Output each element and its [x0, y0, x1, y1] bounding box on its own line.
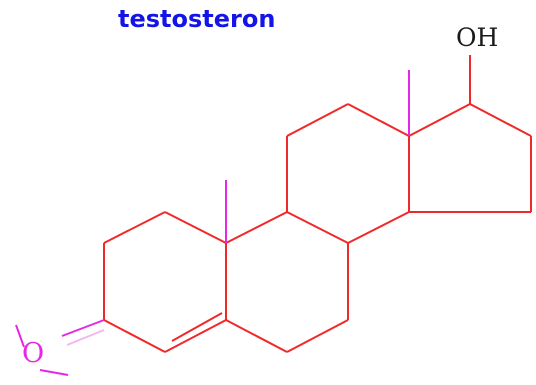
ring-c-bond	[347, 211, 410, 244]
ring-d-bond	[469, 103, 532, 137]
ring-b-bond	[286, 319, 349, 353]
ring-c-bond	[286, 103, 349, 137]
ring-c	[286, 103, 410, 244]
ring-b	[225, 211, 349, 353]
ring-a-bond	[103, 211, 166, 244]
ring-a-bond	[103, 319, 166, 353]
ring-a-double-bond	[171, 312, 223, 342]
oxygen-label: O	[22, 338, 44, 369]
ring-b-bond	[225, 211, 288, 244]
carbonyl-bond-bright	[61, 319, 105, 337]
ring-d	[408, 55, 532, 213]
hydroxyl-label: OH	[456, 23, 498, 52]
carbonyl-bond-pale	[66, 329, 105, 346]
ring-a	[103, 211, 227, 353]
methyl-groups	[225, 70, 410, 243]
ring-b-bond	[286, 211, 349, 244]
diagram-title: testosteron	[118, 5, 275, 33]
ring-c-bond	[347, 103, 410, 137]
ring-a-bond	[164, 319, 227, 353]
oxygen-glyph-stroke	[39, 369, 69, 376]
carbonyl-group	[15, 319, 105, 376]
oxygen-glyph-stroke	[15, 324, 25, 348]
ring-d-bond	[408, 103, 471, 137]
ring-b-bond	[225, 319, 288, 353]
ring-a-bond	[164, 211, 227, 244]
